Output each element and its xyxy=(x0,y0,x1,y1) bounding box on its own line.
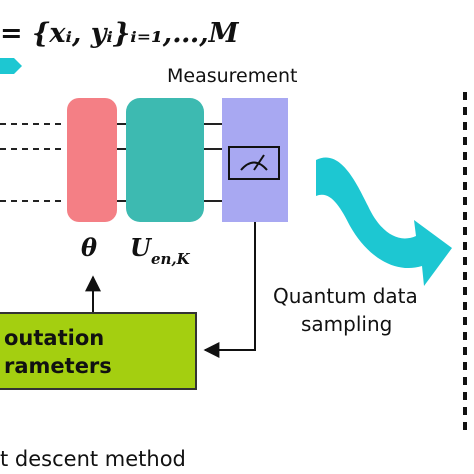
unitary-label: U xyxy=(130,233,153,262)
sampling-label-line1: Quantum data xyxy=(273,284,418,308)
sampling-arrow xyxy=(316,157,452,286)
dataset-formula: = {xᵢ, yᵢ}ᵢ₌₁,…,M xyxy=(0,18,240,49)
theta-label: θ xyxy=(81,233,97,262)
bottom-label: t descent method xyxy=(0,447,186,471)
sampling-label-line2: sampling xyxy=(301,312,392,336)
measurement-meter-icon xyxy=(228,146,280,180)
input-arrow-fragment xyxy=(0,58,22,74)
unitary-gate xyxy=(126,98,204,222)
unitary-subscript: en,K xyxy=(151,250,191,268)
input-wires xyxy=(0,123,66,202)
measurement-gate xyxy=(222,98,288,222)
measurement-label: Measurement xyxy=(167,65,297,87)
measurement-feedback-arrow xyxy=(203,222,256,358)
params-box-line2: rameters xyxy=(4,354,112,378)
params-box-line1: outation xyxy=(4,326,104,350)
theta-gate xyxy=(67,98,117,222)
params-box xyxy=(0,312,197,390)
